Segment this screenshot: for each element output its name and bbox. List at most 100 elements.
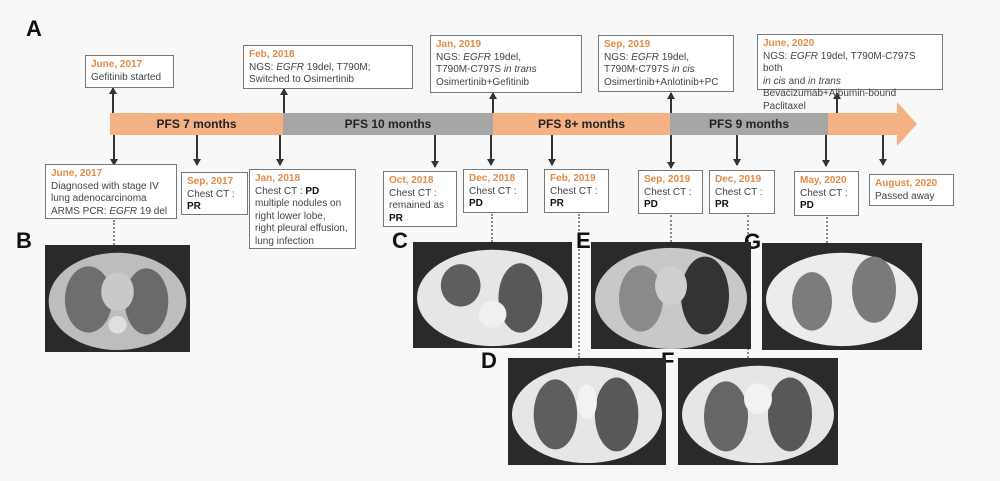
event-box-june-2017-diagnosis: June, 2017 Diagnosed with stage IV lung …: [45, 164, 177, 219]
arrow-down-icon: [110, 135, 118, 166]
event-text: Chest CT :: [389, 187, 437, 199]
arrow-down-icon: [193, 135, 201, 166]
timeline-segment-pfs-8: PFS 8+ months: [493, 113, 670, 135]
connector-dotted-line: [113, 220, 115, 245]
event-text: Chest CT :: [800, 187, 848, 199]
event-box-dec-2019-ct: Dec, 2019 Chest CT : PR: [709, 170, 775, 214]
event-box-dec-2018-ct: Dec, 2018 Chest CT : PD: [463, 169, 528, 213]
event-text: Chest CT :: [187, 188, 235, 200]
ct-result-badge: PR: [715, 199, 729, 210]
event-date: Feb, 2018: [249, 49, 295, 60]
ct-image-c: [413, 242, 572, 348]
connector-dotted-line: [491, 214, 493, 242]
connector-dotted-line: [670, 215, 672, 242]
event-text: Switched to Osimertinib: [249, 74, 355, 85]
event-box-may-2020-ct: May, 2020 Chest CT : PD: [794, 171, 859, 216]
event-text: multiple nodules on: [255, 198, 342, 209]
event-text: Chest CT : PD: [255, 185, 320, 197]
ct-result-badge: PR: [550, 198, 564, 209]
arrow-down-icon: [822, 135, 830, 167]
arrow-up-icon: [667, 92, 675, 113]
event-date: Sep, 2019: [604, 39, 651, 50]
event-text: lung infection: [255, 235, 314, 247]
ct-scan-graphic: [511, 365, 663, 464]
event-text: in cis and in trans: [763, 75, 841, 87]
arrow-down-icon: [733, 135, 741, 166]
event-text: ARMS PCR: EGFR 19 del: [51, 205, 168, 217]
event-box-oct-2018-ct: Oct, 2018 Chest CT : remained as PR: [383, 171, 457, 227]
event-date: June, 2017: [91, 59, 143, 70]
ct-image-d: [508, 358, 666, 465]
ct-result-badge: PR: [187, 201, 201, 212]
arrow-down-icon: [487, 135, 495, 166]
arrow-up-icon: [833, 92, 841, 113]
arrow-down-icon: [431, 135, 439, 168]
event-text: Chest CT :: [550, 185, 598, 197]
ct-result-badge: PD: [644, 199, 658, 210]
panel-label-a: A: [26, 16, 42, 41]
segment-label: PFS 8+ months: [537, 117, 626, 131]
event-text: remained as: [389, 200, 445, 211]
timeline-segment-pfs-10: PFS 10 months: [283, 113, 493, 135]
event-date: Jan, 2019: [436, 39, 482, 50]
event-date: Jan, 2018: [255, 173, 301, 184]
ct-image-b: [45, 245, 190, 352]
event-text: lung adenocarcinoma: [51, 193, 147, 204]
event-date: August, 2020: [875, 178, 938, 189]
event-text: T790M-C797S in trans: [436, 64, 537, 75]
connector-dotted-line: [826, 217, 828, 243]
ct-image-e: [591, 242, 751, 349]
event-date: Sep, 2019: [644, 174, 691, 185]
timeline-segment-final: [828, 113, 898, 135]
panel-label-b: B: [16, 228, 32, 253]
event-text: NGS: EGFR 19del, T790M;: [249, 61, 371, 73]
event-date: Dec, 2018: [469, 173, 516, 184]
arrow-up-icon: [489, 92, 497, 113]
arrow-up-icon: [280, 88, 288, 113]
timeline-segment-pfs-9: PFS 9 months: [670, 113, 828, 135]
event-text: Osimertinib+Anlotinib+PC: [604, 76, 719, 88]
ct-scan-graphic: [682, 365, 834, 464]
event-date: Oct, 2018: [389, 175, 434, 186]
event-text: Chest CT :: [644, 186, 692, 198]
ct-result-badge: PR: [389, 212, 403, 224]
arrow-down-icon: [667, 135, 675, 169]
event-text: T790M-C797S in cis: [604, 64, 695, 75]
event-box-sep-2019-ngs: Sep, 2019 NGS: EGFR 19del, T790M-C797S i…: [598, 35, 734, 92]
event-box-jan-2019-ngs: Jan, 2019 NGS: EGFR 19del, T790M-C797S i…: [430, 35, 582, 93]
timeline-segment-pfs-7: PFS 7 months: [110, 113, 283, 135]
ct-image-g: [762, 243, 922, 350]
timeline-arrowhead-icon: [897, 102, 917, 146]
arrow-up-icon: [109, 87, 117, 113]
event-box-feb-2019-ct: Feb, 2019 Chest CT : PR: [544, 169, 609, 213]
event-text: Osimertinib+Gefitinib: [436, 76, 530, 88]
event-date: June, 2017: [51, 168, 103, 179]
ct-result-badge: PD: [800, 200, 814, 211]
event-date: Dec, 2019: [715, 174, 762, 185]
event-box-sep-2017-ct: Sep, 2017 Chest CT : PR: [181, 172, 248, 215]
ct-scan-graphic: [595, 247, 747, 349]
event-date: Feb, 2019: [550, 173, 596, 184]
event-date: May, 2020: [800, 175, 847, 186]
segment-label: PFS 9 months: [708, 117, 789, 131]
event-box-jan-2018-ct: Jan, 2018 Chest CT : PD multiple nodules…: [249, 169, 356, 249]
event-box-june-2017-gefitinib: June, 2017 Gefitinib started: [85, 55, 174, 88]
panel-label-e: E: [576, 228, 591, 253]
event-text: Gefitinib started: [91, 71, 162, 83]
event-text: Bevacizumab+Albumin-bound Paclitaxel: [763, 88, 897, 112]
arrow-down-icon: [879, 135, 887, 166]
ct-result-badge: PD: [305, 185, 320, 197]
segment-label: PFS 7 months: [156, 117, 237, 131]
event-text: NGS: EGFR 19del, T790M-C797S both: [763, 50, 916, 75]
event-text: right lower lobe,: [255, 210, 326, 222]
segment-label: PFS 10 months: [344, 117, 432, 131]
ct-scan-graphic: [416, 249, 569, 347]
ct-scan-graphic: [766, 252, 918, 347]
ct-image-f: [678, 358, 838, 465]
event-text: Passed away: [875, 190, 935, 202]
ct-result-badge: PD: [469, 198, 483, 209]
panel-label-d: D: [481, 348, 497, 373]
event-box-feb-2018-ngs: Feb, 2018 NGS: EGFR 19del, T790M; Switch…: [243, 45, 413, 89]
arrow-down-icon: [276, 135, 284, 166]
event-text: Chest CT :: [715, 186, 763, 198]
